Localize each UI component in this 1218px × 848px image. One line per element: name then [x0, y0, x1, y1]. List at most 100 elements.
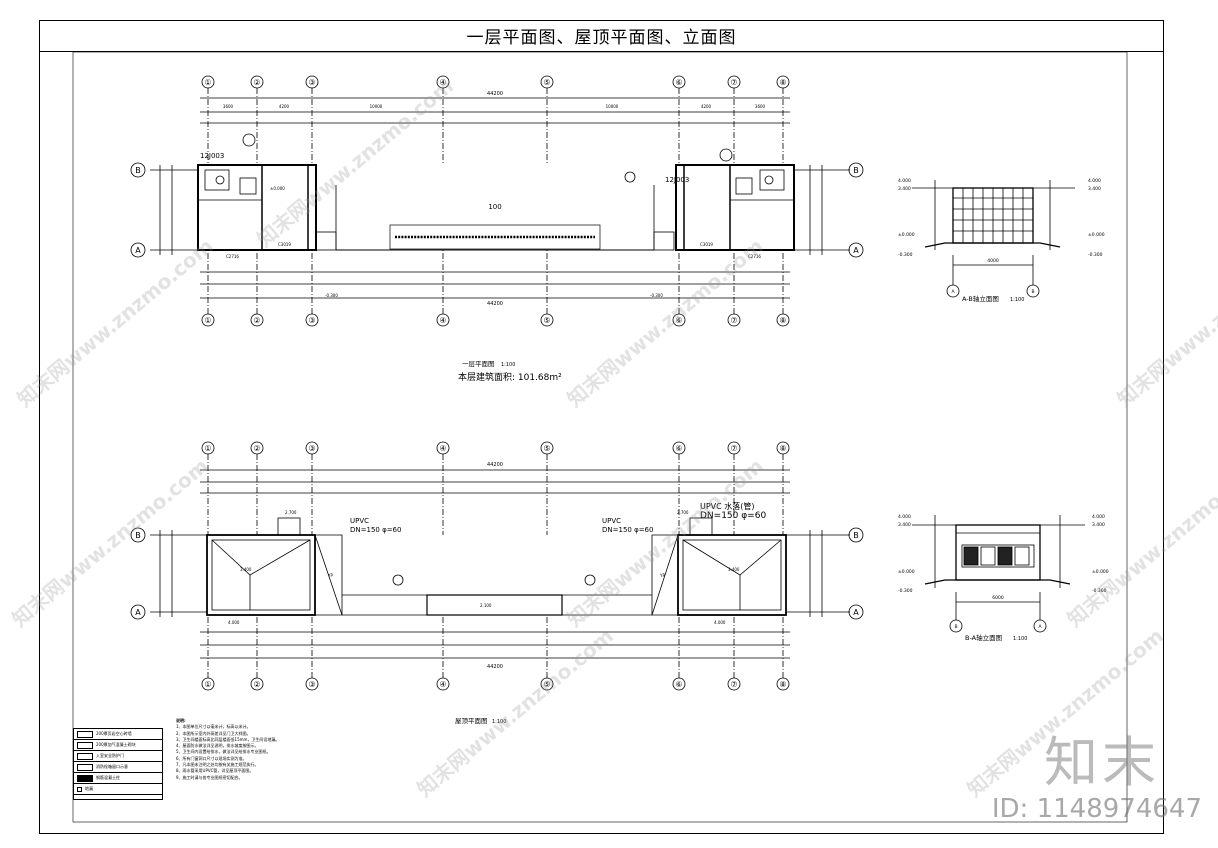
plan2-title: 屋顶平面图	[455, 717, 488, 725]
plan1-total-dim: 44200	[487, 91, 503, 97]
legend-swatch	[77, 741, 93, 749]
legend-label: 钢筋混凝土柱	[96, 775, 120, 780]
plan1-dim-6: 3600	[755, 104, 766, 109]
plan1-center-label: 100	[488, 203, 501, 211]
brand-id: ID: 1148974647	[991, 794, 1202, 824]
axis-label: ⑦	[730, 680, 737, 689]
plan1-door-tag-right: C3019	[700, 242, 713, 247]
plan1-level-minus: -0.300	[325, 293, 338, 298]
elev1-level-4: -0.300	[898, 252, 913, 258]
plan1-dim-5: 4200	[701, 104, 712, 109]
side-axis-label: B	[853, 531, 859, 540]
axis-label: ②	[253, 316, 260, 325]
plan2-upvc-left: UPVC	[350, 517, 369, 525]
axis-label: ⑦	[730, 444, 737, 453]
legend-swatch	[77, 763, 93, 771]
side-axis-label: A	[135, 608, 141, 617]
side-axis-label: B	[853, 166, 859, 175]
axis-label: ①	[204, 316, 211, 325]
sheet-title: 一层平面图、屋顶平面图、立面图	[39, 20, 1164, 52]
plan2-yp-left: YP	[327, 573, 333, 578]
axis-label: ⑧	[779, 680, 786, 689]
note-line: 7、凡本图未注明之处均按有关施工规范执行。	[176, 762, 259, 768]
legend-label: 200厚页岩空心砖墙	[96, 731, 132, 736]
elev2-level-2r: 3.400	[1092, 522, 1105, 528]
axis-label: ①	[204, 444, 211, 453]
elev2-level-1: 4.000	[898, 514, 911, 520]
elev2-level-3r: ±0.000	[1092, 569, 1109, 575]
elev1-level-2: 3.400	[898, 186, 911, 192]
legend-row: 200厚页岩空心砖墙	[74, 729, 162, 740]
legend-label: 入室安全防护门	[96, 753, 124, 758]
plan1-level-zero: ±0.000	[270, 186, 285, 191]
plan1-ref-right: 12J003	[665, 176, 689, 184]
elev2-axis-left: B	[954, 624, 957, 630]
plan1-dim-1: 3600	[223, 104, 234, 109]
plan2-pipe-left: DN=150 φ=60	[350, 526, 401, 534]
note-line: 5、卫生间内设置给排水，做法详见给排水专业图纸。	[176, 749, 271, 755]
axis-label: ①	[204, 78, 211, 87]
axis-label: ④	[439, 444, 446, 453]
note-line: 8、雨水管采用UPVC管，详见屋顶平面图。	[176, 768, 254, 774]
legend-row: 钢筋混凝土柱	[74, 773, 162, 784]
axis-label: ②	[253, 78, 260, 87]
plan1-dim-2: 4200	[279, 104, 290, 109]
axis-label: ⑥	[675, 316, 682, 325]
elev2-title: B-A轴立面图	[965, 633, 1002, 642]
elevation-ba	[912, 515, 1085, 633]
plan2-labels: 44200 44200 UPVC UPVC UPVC 水落(管) DN=150 …	[228, 462, 766, 725]
axis-label: ⑥	[675, 680, 682, 689]
plan2-yp-right: YP	[659, 573, 665, 578]
plan1-door-tag-left: C3019	[278, 242, 291, 247]
elev2-axis-right: A	[1038, 624, 1042, 630]
elev2-level-2: 3.400	[898, 522, 911, 528]
sheet-frame	[39, 20, 1164, 834]
elev1-axis-right: B	[1031, 289, 1034, 295]
plan1-total-dim-bottom: 44200	[487, 301, 503, 307]
side-axis-label: A	[135, 246, 141, 255]
plan2-total-dim: 44200	[487, 462, 503, 468]
plan2-level-2700-right: 2.700	[677, 510, 689, 515]
side-axis-label: A	[853, 608, 859, 617]
axis-label: ④	[439, 316, 446, 325]
notes-header: 说明:	[176, 718, 186, 723]
axis-label: ③	[308, 680, 315, 689]
note-line: 4、屋面防水做法详见说明，排水坡度按图示。	[176, 743, 259, 749]
axis-label: ⑤	[543, 680, 550, 689]
elev1-width: 4000	[987, 258, 999, 264]
axis-label: ⑤	[543, 316, 550, 325]
elev1-scale: 1:100	[1010, 297, 1024, 303]
axis-label: ⑤	[543, 78, 550, 87]
plan1-area: 本层建筑面积: 101.68m²	[458, 371, 562, 383]
plan2-pipe-right: DN=150 φ=60	[602, 526, 653, 534]
plan1-scale: 1:100	[501, 362, 515, 368]
note-line: 9、施工时请与各专业图纸密切配合。	[176, 774, 243, 780]
elev1-title: A-B轴立面图	[962, 294, 999, 303]
plan2-level-2700-left: 2.700	[285, 510, 297, 515]
plan1-ref-left: 12J003	[200, 152, 224, 160]
side-axis-label: B	[135, 166, 141, 175]
legend-swatch	[77, 786, 82, 792]
legend-row: 消防栓箱留口示意	[74, 762, 162, 773]
plan2-level-4000-right: 4.000	[714, 620, 726, 625]
plan2-scale: 1:100	[492, 719, 506, 725]
plan2-upvc-top: UPVC 水落(管)	[700, 501, 755, 511]
elev1-axis-left: A	[951, 289, 955, 295]
legend-row: 入室安全防护门	[74, 751, 162, 762]
plan1-level-minus-right: -0.300	[650, 293, 663, 298]
legend-swatch	[77, 774, 93, 782]
axis-label: ③	[308, 444, 315, 453]
axis-label: ①	[204, 680, 211, 689]
legend-label: 地漏	[85, 786, 93, 791]
legend-row: 地漏	[74, 784, 162, 795]
plan2-level-2100: 2.100	[480, 603, 492, 608]
plan2-pipe-top: DN=150 φ=60	[700, 511, 766, 521]
plan1-title: 一层平面图	[462, 360, 495, 368]
plan2-upvc-right: UPVC	[602, 517, 621, 525]
axis-label: ⑧	[779, 444, 786, 453]
elev1-level-2r: 3.400	[1088, 186, 1101, 192]
